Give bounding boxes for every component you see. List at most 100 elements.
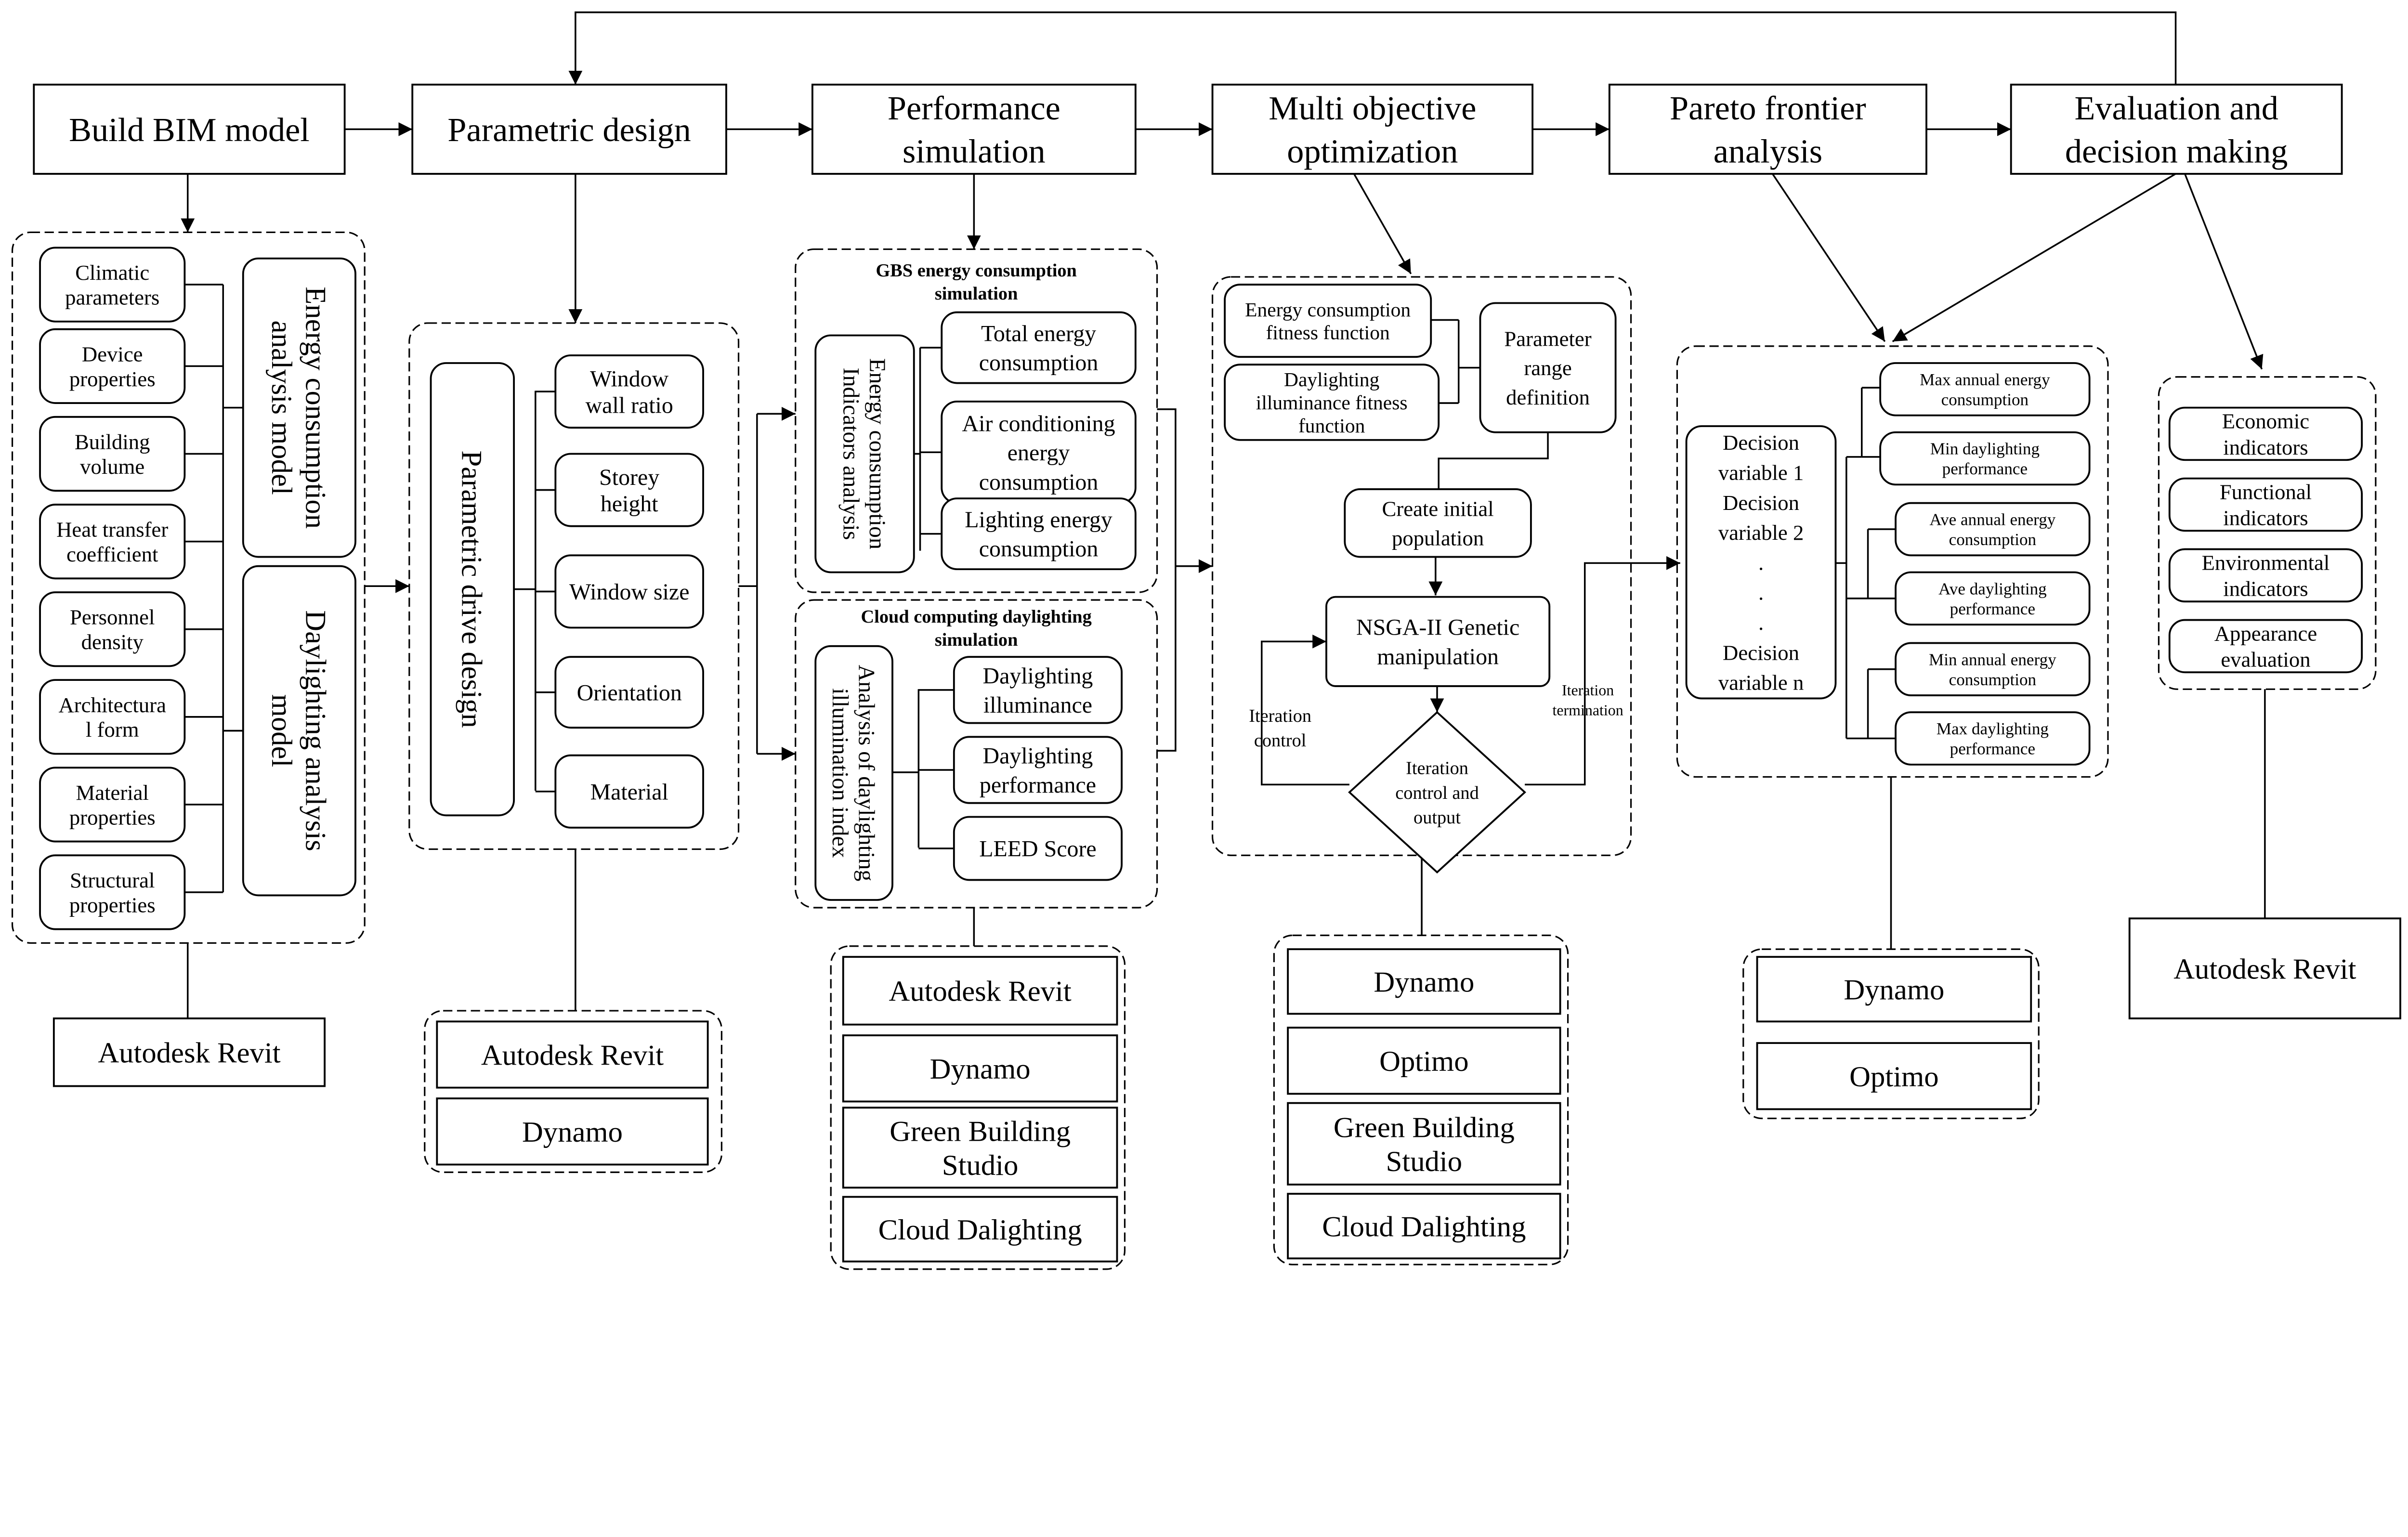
parametric-tools-group: [424, 1010, 722, 1173]
evaluation-indicator: [2168, 477, 2363, 532]
iteration-control-arrow: [1261, 634, 1349, 786]
cloud-item: [953, 656, 1123, 724]
tool-box: [842, 1034, 1118, 1103]
decision-variables: [1685, 425, 1837, 700]
simulation-tools-group: [830, 945, 1126, 1270]
tool-box: [1287, 948, 1561, 1015]
initial-population: [1344, 488, 1532, 558]
daylight-model-label: Daylighting analysismodel: [265, 610, 331, 851]
evaluation-group: [2158, 376, 2377, 690]
bim-input: [39, 247, 186, 323]
evaluation-indicator: [2168, 406, 2363, 461]
energy-model: [242, 257, 356, 558]
tool-box: [1287, 1193, 1561, 1260]
connector-line: [1861, 387, 1881, 458]
connector-line: [1867, 668, 1896, 740]
evaluation-indicator: [2168, 619, 2363, 674]
tool-box-label: Autodesk Revit: [481, 1039, 664, 1071]
parameter-item: [554, 754, 704, 829]
daylight-fitness: [1224, 364, 1440, 441]
parameter-range: [1479, 302, 1617, 433]
tool-box: [842, 1107, 1118, 1189]
parameter-item: [554, 554, 704, 629]
gbs-analysis: [814, 334, 915, 573]
tool-box-label: Cloud Dalighting: [1322, 1211, 1526, 1243]
connector-line: [1157, 408, 1177, 752]
pareto-result: [1895, 502, 2091, 557]
tool-box-label: Autodesk Revit: [98, 1037, 280, 1069]
cloud-item: [953, 816, 1123, 881]
tool-box-label: Autodesk Revit: [2173, 953, 2356, 985]
connector-line: [1892, 173, 2176, 342]
pareto-result: [1879, 362, 2091, 417]
cloud-item: [953, 736, 1123, 804]
connector-line: [1867, 528, 1896, 599]
tool-box-label: Dynamo: [1844, 974, 1944, 1006]
parameter-item-label: Window size: [569, 579, 690, 605]
bim-input: [39, 679, 186, 755]
parameter-item: [554, 453, 704, 527]
tool-box: [1287, 1027, 1561, 1095]
gbs-group: [795, 248, 1158, 593]
tool-box: [1756, 956, 2032, 1023]
gbs-item: [941, 311, 1137, 384]
tool-box: [842, 956, 1118, 1026]
stage-box: [33, 83, 346, 175]
feedback-arrow: [568, 11, 2177, 85]
tool-box: [842, 1196, 1118, 1263]
bim-input: [39, 767, 186, 843]
daylight-model: [242, 565, 356, 897]
cloud-group: [795, 599, 1158, 909]
parameter-item: [554, 656, 704, 729]
tool-box-label: Optimo: [1849, 1061, 1938, 1093]
tool-box-label: Cloud Dalighting: [878, 1214, 1082, 1246]
gbs-item: [941, 497, 1137, 571]
pareto-tools-group: [1742, 948, 2040, 1120]
bim-input: [39, 416, 186, 492]
cloud-item-label: LEED Score: [979, 836, 1096, 862]
tool-box: [436, 1020, 709, 1089]
stage-box: [2010, 83, 2343, 175]
gbs-analysis-label: Energy consumptionIndicators analysis: [838, 358, 890, 549]
tool-box: [1287, 1102, 1561, 1185]
parameter-item-label: Orientation: [577, 680, 682, 705]
parametric-group: [408, 322, 740, 850]
tool-box-label: Optimo: [1379, 1045, 1468, 1078]
connector-line: [2184, 173, 2264, 370]
parametric-drive: [430, 362, 515, 817]
tool-box: [2128, 917, 2401, 1019]
energy-fitness: [1224, 284, 1432, 358]
tool-box-label: Autodesk Revit: [889, 976, 1071, 1008]
pareto-result: [1895, 711, 2091, 766]
connector-line: [1772, 173, 1886, 342]
cloud-analysis-label: Analysis of daylightingillumination inde…: [827, 665, 879, 882]
cloud-analysis: [814, 645, 893, 901]
